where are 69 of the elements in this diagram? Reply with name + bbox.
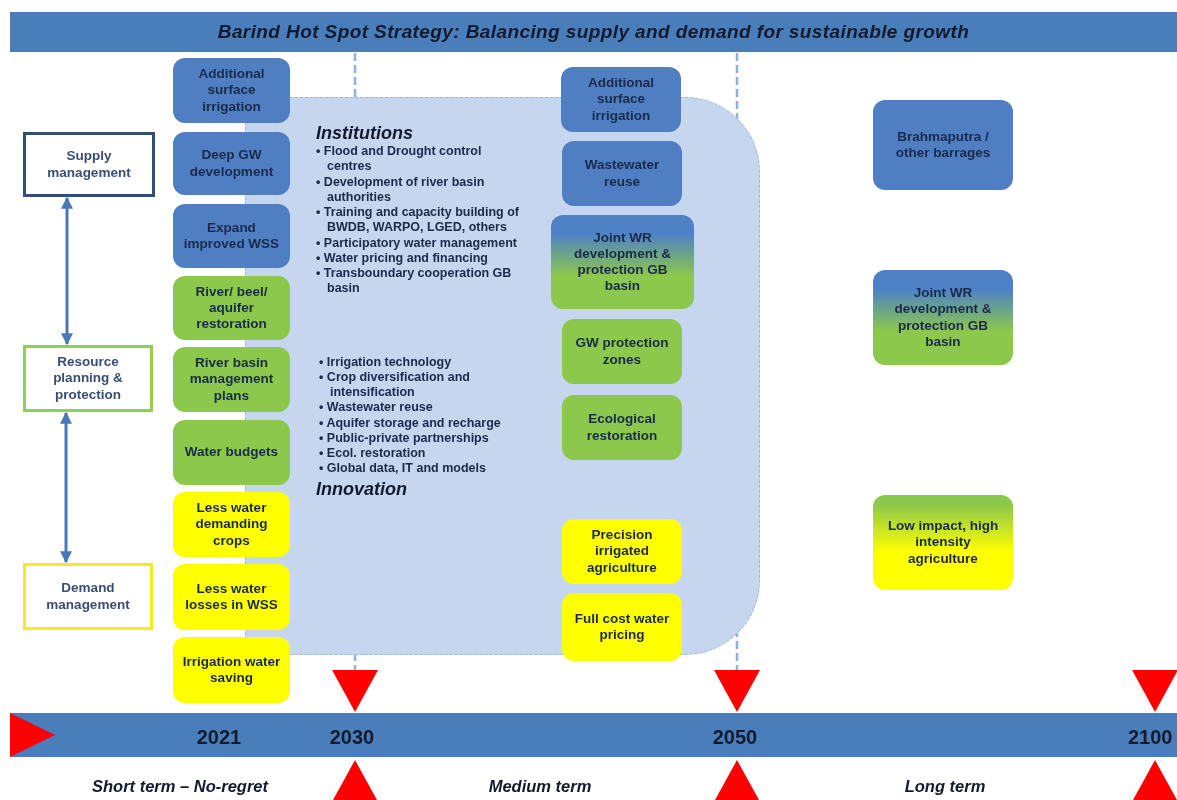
measure-box <box>173 347 290 412</box>
measure-box <box>561 67 681 132</box>
box-label: Deep GW development <box>188 147 275 180</box>
measure-box <box>562 593 682 661</box>
measure-box <box>562 519 682 584</box>
box-label: Low impact, high intensity agriculture <box>886 518 1000 567</box>
box-label: Precision irrigated agriculture <box>586 527 658 576</box>
bullet-item: • Public-private partnerships <box>319 430 490 446</box>
measure-box <box>173 564 290 630</box>
measure-box <box>173 58 290 123</box>
bullet-item: • Aquifer storage and recharge <box>319 415 502 431</box>
box-label: Brahmaputra / other barrages <box>894 128 992 162</box>
double-arrow <box>60 411 72 564</box>
measure-box <box>173 276 290 340</box>
box-label: Irrigation water saving <box>182 653 281 687</box>
bullet-item: • Wastewater reuse <box>319 400 434 416</box>
measure-box <box>562 319 682 384</box>
bullet-item: • Training and capacity building of BWDB, WARPO, LGED, others <box>316 205 520 236</box>
section-heading: Innovation <box>316 478 407 500</box>
measure-box <box>562 395 682 460</box>
box-label: Less water losses in WSS <box>184 580 279 614</box>
box-label: Joint WR development & protection GB basin <box>573 229 672 295</box>
measure-box <box>873 495 1013 590</box>
box-label: River/ beel/ aquifer restoration <box>194 283 269 333</box>
bullet-item: • Irrigation technology <box>319 354 453 370</box>
box-label: Additional surface irrigation <box>197 66 266 115</box>
year-label: 2021 <box>196 726 242 749</box>
measure-box <box>173 420 290 485</box>
section-heading: Institutions <box>316 123 413 144</box>
box-label: Wastewater reuse <box>583 157 661 190</box>
bullet-item: • Flood and Drought control centres <box>316 144 483 175</box>
measure-box <box>173 637 290 703</box>
bullet-item: • Participatory water management <box>316 235 518 251</box>
measure-box <box>873 100 1013 190</box>
box-label: Water budgets <box>184 444 279 461</box>
box-label: Expand improved WSS <box>182 219 281 253</box>
bullet-item: • Water pricing and financing <box>316 250 489 266</box>
bullet-item: • Crop diversification and intensification <box>319 369 471 401</box>
term-label: Long term <box>904 777 986 796</box>
measure-box <box>873 270 1013 365</box>
box-label: Supply management <box>46 148 132 181</box>
box-label: Less water demanding crops <box>194 500 269 549</box>
category-box <box>23 345 153 412</box>
year-label: 2050 <box>712 726 758 749</box>
term-label: Short term – No-regret <box>92 777 268 796</box>
measure-box <box>173 204 290 268</box>
category-box <box>23 132 155 197</box>
measure-box <box>173 492 290 557</box>
title-banner: Barind Hot Spot Strategy: Balancing supply and demand for sustainable growth <box>10 12 1177 52</box>
box-label: Ecological restoration <box>585 411 659 444</box>
box-label: GW protection zones <box>574 335 670 368</box>
bullet-item: • Ecol. restoration <box>319 446 427 462</box>
category-box <box>23 563 153 630</box>
bullet-item: • Global data, IT and models <box>319 461 487 477</box>
measure-box <box>562 141 682 206</box>
year-label: 2030 <box>329 726 375 749</box>
term-label: Medium term <box>488 777 592 796</box>
box-label: Additional surface irrigation <box>587 75 655 124</box>
bullet-item: • Development of river basin authorities <box>316 174 486 205</box>
bullet-item: • Transboundary cooperation GB basin <box>316 266 513 297</box>
measure-box <box>551 215 694 309</box>
measure-box <box>173 132 290 195</box>
box-label: Joint WR development & protection GB basin <box>893 285 993 350</box>
box-label: River basin management plans <box>188 355 275 404</box>
year-label: 2100 <box>1128 726 1173 749</box>
box-label: Demand management <box>45 580 131 613</box>
box-label: Full cost water pricing <box>573 610 671 644</box>
double-arrow <box>61 196 73 346</box>
box-label: Resource planning & protection <box>52 354 124 403</box>
